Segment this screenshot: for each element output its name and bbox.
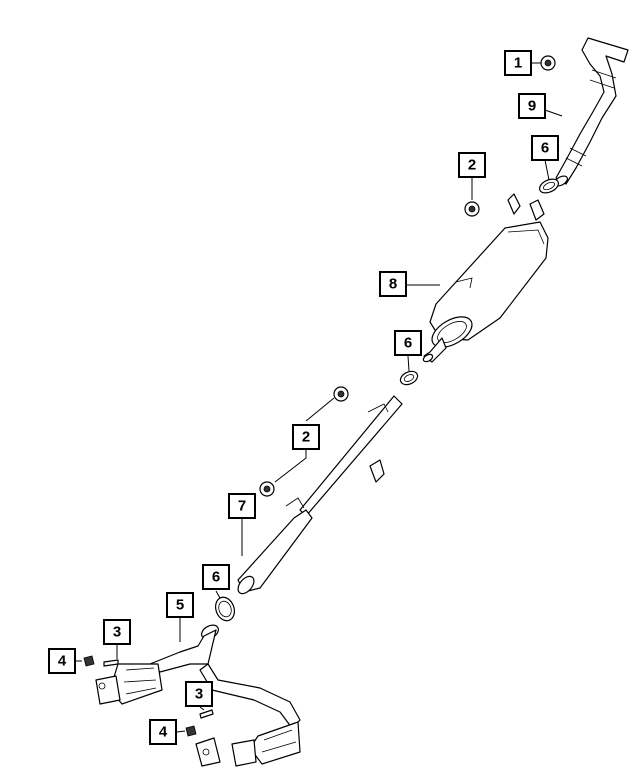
callout-6-upper: 6	[531, 135, 559, 161]
part-muffler[interactable]	[422, 193, 549, 363]
callout-5: 5	[166, 592, 194, 618]
callout-1: 1	[504, 50, 532, 76]
nut-lower[interactable]	[185, 725, 197, 737]
hanger-bracket[interactable]	[369, 459, 385, 483]
isolator-2-upper[interactable]	[464, 201, 480, 217]
svg-text:5: 5	[176, 597, 184, 614]
svg-text:2: 2	[468, 157, 476, 174]
callout-7: 7	[228, 493, 256, 519]
callout-2-upper: 2	[458, 152, 486, 178]
svg-text:3: 3	[113, 624, 121, 641]
clamp-upper[interactable]	[537, 176, 560, 195]
isolator-1[interactable]	[540, 55, 556, 71]
isolator-2-lower[interactable]	[259, 481, 275, 497]
svg-text:3: 3	[195, 686, 203, 703]
leader-lines	[76, 62, 563, 733]
stud-upper[interactable]	[103, 659, 119, 667]
callout-3-lower: 3	[185, 681, 213, 707]
clamp-lower[interactable]	[212, 595, 237, 624]
callout-6-middle: 6	[394, 330, 422, 356]
callout-9: 9	[518, 93, 546, 119]
part-intermediate-pipe[interactable]	[235, 395, 403, 597]
svg-text:6: 6	[212, 569, 220, 586]
stud-lower[interactable]	[199, 709, 214, 719]
svg-text:6: 6	[404, 335, 412, 352]
svg-text:9: 9	[528, 98, 536, 115]
svg-text:6: 6	[541, 140, 549, 157]
isolator-2-mid[interactable]	[333, 386, 349, 402]
svg-text:2: 2	[302, 429, 310, 446]
callout-4-lower: 4	[149, 719, 177, 745]
clamp-middle[interactable]	[398, 369, 419, 387]
nut-upper[interactable]	[83, 655, 95, 667]
part-tailpipe[interactable]	[553, 37, 629, 188]
svg-text:8: 8	[389, 276, 397, 293]
callout-3-upper: 3	[103, 619, 131, 645]
svg-text:4: 4	[58, 653, 67, 670]
svg-text:4: 4	[159, 724, 168, 741]
svg-text:1: 1	[514, 55, 522, 72]
part-converter-y-pipe[interactable]	[95, 622, 301, 767]
callout-4-upper: 4	[48, 648, 76, 674]
callout-2-lower: 2	[292, 424, 320, 450]
callout-6-lower: 6	[202, 564, 230, 590]
callout-8: 8	[379, 271, 407, 297]
svg-text:7: 7	[238, 498, 246, 515]
